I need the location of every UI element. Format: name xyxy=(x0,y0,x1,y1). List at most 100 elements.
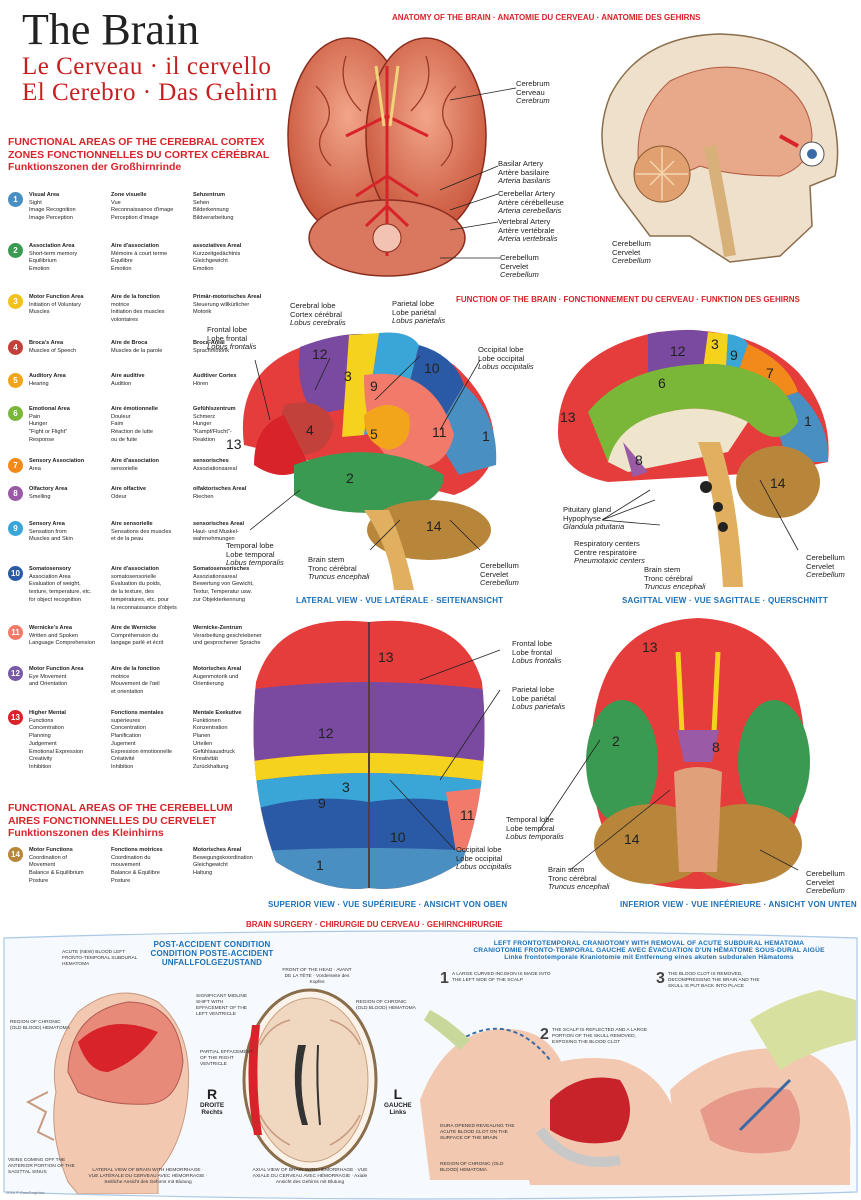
area-title: Olfactory Area xyxy=(29,486,68,492)
inferior-view-caption: INFERIOR VIEW · VUE INFÉRIEURE · ANSICHT… xyxy=(620,900,857,909)
area-detail: Hören xyxy=(193,380,209,387)
area-detail: Smelling xyxy=(29,493,51,500)
area-detail: Konzentration xyxy=(193,725,228,732)
svg-text:9: 9 xyxy=(318,795,326,811)
area-detail: Bewegungskoordination xyxy=(193,854,253,861)
area-detail: Textur, Temperatur usw. xyxy=(193,589,252,596)
area-detail: Jugement xyxy=(111,740,136,747)
area-detail: Assoziationsareal xyxy=(193,465,237,472)
area-detail: et de la peau xyxy=(111,536,144,543)
cerebellum-areas-heading: FUNCTIONAL AREAS OF THE CEREBELLUM AIRES… xyxy=(8,802,233,840)
area-detail: Planification xyxy=(111,733,142,740)
area-detail: Audition xyxy=(111,380,132,387)
area-detail: Bilderkennung xyxy=(193,207,229,214)
svg-text:7: 7 xyxy=(766,365,774,381)
area-detail: Reaktion xyxy=(193,436,216,443)
lateral-view-caption: LATERAL VIEW · VUE LATÉRALE · SEITENANSI… xyxy=(296,596,504,605)
svg-text:11: 11 xyxy=(432,424,447,440)
area-detail: Reconnaissance d'image xyxy=(111,207,174,214)
area-detail: Gefühlsausdruck xyxy=(193,748,235,755)
skull-sagittal-illustration xyxy=(601,33,839,263)
poster-subtitle-1: Le Cerveau · il cervello xyxy=(22,53,272,80)
anatomy-heading: ANATOMY OF THE BRAIN · ANATOMIE DU CERVE… xyxy=(392,13,701,22)
svg-text:8: 8 xyxy=(712,739,720,755)
area-detail: Sensation from xyxy=(29,528,67,535)
area-title: Sensory Area xyxy=(29,521,65,527)
area-detail: Orientierung xyxy=(193,681,224,688)
area-detail: Concentration xyxy=(29,725,64,732)
chronic-hematoma-axial-note: REGION OF CHRONIC (OLD BLOOD) HEMATOMA xyxy=(356,1000,416,1011)
area-detail: Compréhension du xyxy=(111,632,159,639)
area-detail: Posture xyxy=(111,877,131,884)
partial-effacement-note: PARTIAL EFFACEMENT OF THE RIGHT VENTRICL… xyxy=(200,1050,253,1067)
area-detail: "Kampf/Flucht"- xyxy=(193,429,232,436)
area-detail: Muscles de la parole xyxy=(111,347,163,354)
area-detail: Kurzzeitgedächtnis xyxy=(193,250,241,257)
area-detail: Emotion xyxy=(29,266,50,273)
area-title: Aire d'association xyxy=(111,458,159,464)
area-detail: Hunger xyxy=(193,421,212,428)
functional-areas-heading: FUNCTIONAL AREAS OF THE CEREBRAL CORTEX … xyxy=(8,136,270,174)
area-detail: Riechen xyxy=(193,493,214,500)
area-title: Auditory Area xyxy=(29,373,66,379)
head-hemorrhage-illustration xyxy=(25,992,190,1194)
area-title: Aire auditive xyxy=(111,373,145,379)
area-title: Emotional Area xyxy=(29,406,70,412)
area-detail: Initiation of Voluntary xyxy=(29,301,81,308)
svg-text:6: 6 xyxy=(658,375,666,391)
area-detail: Odeur xyxy=(111,493,127,500)
area-detail: zur Objekterkennung xyxy=(193,596,245,603)
area-detail: températures, etc. pour xyxy=(111,596,169,603)
svg-text:13: 13 xyxy=(378,649,394,665)
svg-text:1: 1 xyxy=(804,413,812,429)
brain-arteries-illustration xyxy=(287,37,487,277)
svg-text:9: 9 xyxy=(730,347,738,363)
svg-text:1: 1 xyxy=(482,428,490,444)
area-title: Fonctions motrices xyxy=(111,847,163,853)
step-1-number: 1 xyxy=(440,970,449,987)
area-detail: Bewertung von Gewicht, xyxy=(193,581,254,588)
area-number-badge: 10 xyxy=(8,566,23,581)
area-detail: Gleichgewicht xyxy=(193,258,228,265)
area-detail: et orientation xyxy=(111,689,144,696)
area-number-badge: 14 xyxy=(8,847,23,862)
area-detail: sensorielle xyxy=(111,465,138,472)
area-detail: Mouvement de l'œil xyxy=(111,681,160,688)
area-title: Motorisches Areal xyxy=(193,666,242,672)
area-title: Aire de la fonction xyxy=(111,666,160,672)
area-number-badge: 4 xyxy=(8,340,23,355)
area-detail: Balance & Equilibrium xyxy=(29,870,84,877)
area-detail: langage parlé et écrit xyxy=(111,640,164,647)
svg-text:5: 5 xyxy=(370,426,378,442)
midline-shift-note: SIGNIFICANT MIDLINE SHIFT WITH EFFACEMEN… xyxy=(196,994,248,1017)
area-title: Auditiver Cortex xyxy=(193,373,237,379)
svg-text:8: 8 xyxy=(635,452,643,468)
area-title: Mentale Exekutive xyxy=(193,710,242,716)
area-title: Zone visuelle xyxy=(111,192,147,198)
area-title: Gefühlszentrum xyxy=(193,406,236,412)
svg-text:3: 3 xyxy=(342,779,350,795)
